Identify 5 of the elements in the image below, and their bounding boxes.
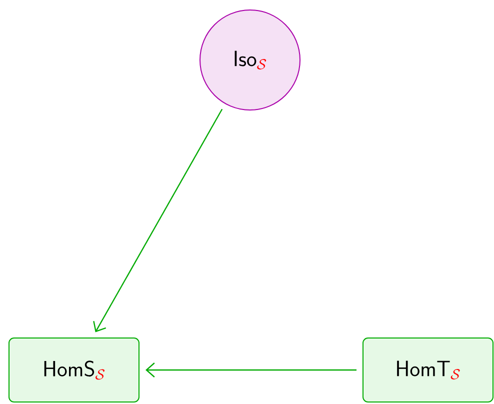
arrow bbox=[93, 108, 223, 332]
rounded-box: $\mathsf{HomS}_{\color{red}\mathcal{S}}$ bbox=[8, 338, 140, 402]
circle-node: $\mathsf{Iso}_{\color{red}\mathcal{S}}$ bbox=[200, 10, 300, 110]
arrow bbox=[146, 362, 356, 378]
rounded-box: $\mathsf{HomT}_{\color{red}\mathcal{S}}$ bbox=[362, 338, 494, 402]
